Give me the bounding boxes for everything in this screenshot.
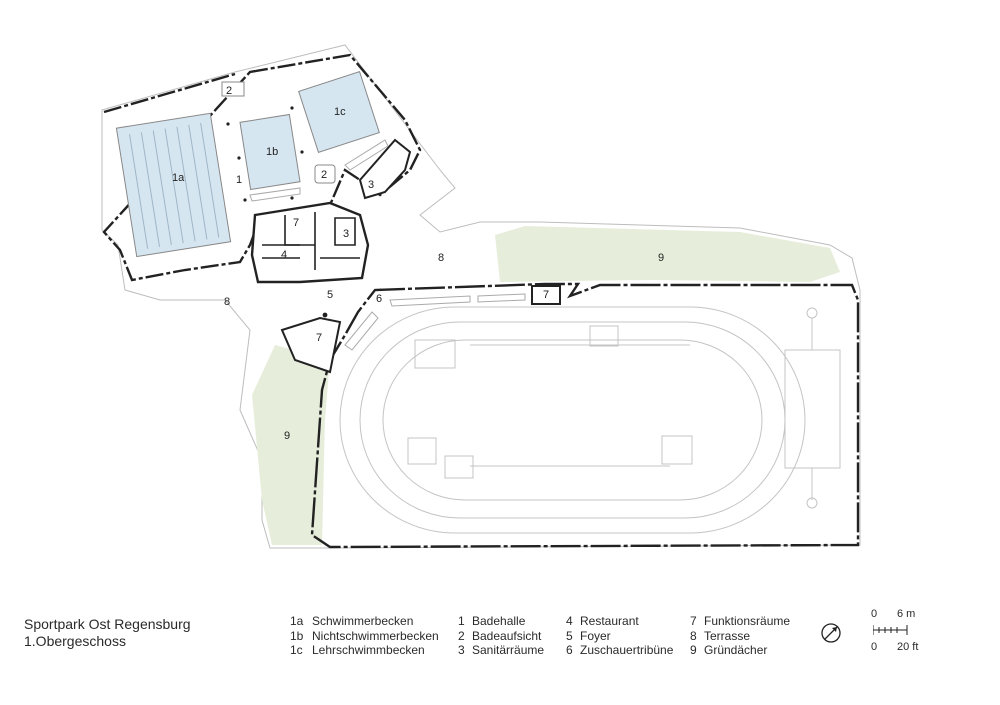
function-block-west <box>280 316 342 374</box>
running-track <box>339 306 841 534</box>
legend-key: 5 <box>566 628 573 643</box>
legend-text: Schwimmerbecken <box>312 614 414 628</box>
stadium-outline <box>310 282 860 549</box>
project-name: Sportpark Ost Regensburg <box>24 616 191 632</box>
label-terrace-west: 8 <box>224 296 230 308</box>
label-function-east: 7 <box>543 289 549 301</box>
label-green-roof-south: 9 <box>284 430 290 442</box>
legend-item: 2 Badeaufsicht <box>458 629 544 644</box>
title-block: Sportpark Ost Regensburg 1.Obergeschoss <box>24 616 191 650</box>
legend-item: 1a Schwimmerbecken <box>290 614 439 629</box>
north-arrow-icon <box>821 623 841 643</box>
green-roof-east <box>495 226 840 282</box>
scale-bar: 0 6 m 0 20 ft <box>871 608 931 656</box>
pool-hall-outline <box>102 53 422 282</box>
legend-text: Badehalle <box>472 614 526 628</box>
legend-key: 1a <box>290 614 304 628</box>
legend-item: 1 Badehalle <box>458 614 544 629</box>
legend-key: 4 <box>566 614 573 628</box>
legend-column-exterior: 7 Funktionsräume 8 Terrasse 9 Gründächer <box>690 614 790 658</box>
scale-metric-value: 6 m <box>897 608 916 620</box>
legend-item: 9 Gründächer <box>690 643 790 658</box>
legend-column-pools: 1a Schwimmerbecken 1b Nichtschwimmerbecken… <box>290 614 439 658</box>
legend-key: 1 <box>458 614 465 628</box>
label-supervision-north: 2 <box>226 85 232 97</box>
pool-1c <box>298 71 380 153</box>
scale-ruler-icon <box>873 625 908 635</box>
grandstand-seating <box>249 139 526 351</box>
pool-1a-lanes <box>129 122 220 249</box>
legend-item: 5 Foyer <box>566 629 673 644</box>
structural-columns <box>226 106 328 318</box>
legend-item: 6 Zuschauertribüne <box>566 643 673 658</box>
label-supervision-hall: 2 <box>321 169 327 181</box>
legend-item: 8 Terrasse <box>690 629 790 644</box>
legend-item: 4 Restaurant <box>566 614 673 629</box>
label-function-west: 7 <box>316 332 322 344</box>
scale-metric-zero: 0 <box>871 608 878 620</box>
label-sanitary-core: 3 <box>343 228 349 240</box>
function-block-east <box>531 285 561 305</box>
legend-column-hall: 1 Badehalle 2 Badeaufsicht 3 Sanitärräume <box>458 614 544 658</box>
legend-key: 1c <box>290 643 303 657</box>
label-sanitary-north: 3 <box>368 179 374 191</box>
restaurant-core <box>250 201 370 284</box>
scale-imperial-value: 20 ft <box>897 641 919 653</box>
legend-text: Funktionsräume <box>704 614 791 628</box>
label-green-roof-east: 9 <box>658 252 664 264</box>
legend-text: Lehrschwimmbecken <box>312 643 425 657</box>
legend-text: Gründächer <box>704 643 768 657</box>
restaurant-walls <box>262 212 360 270</box>
label-foyer: 5 <box>327 289 333 301</box>
label-pool-1c: 1c <box>334 106 346 118</box>
green-roof-south <box>252 345 330 545</box>
legend-text: Zuschauertribüne <box>580 643 674 657</box>
label-pool-1a: 1a <box>172 172 185 184</box>
legend-key: 6 <box>566 643 573 657</box>
legend-item: 1c Lehrschwimmbecken <box>290 643 439 658</box>
label-function-core: 7 <box>293 217 299 229</box>
legend-text: Nichtschwimmerbecken <box>312 628 439 643</box>
legend-item: 7 Funktionsräume <box>690 614 790 629</box>
pool-1b <box>239 113 301 191</box>
legend-column-foyer: 4 Restaurant 5 Foyer 6 Zuschauertribüne <box>566 614 673 658</box>
legend-key: 7 <box>690 614 697 628</box>
legend-text: Foyer <box>580 628 611 643</box>
legend-item: 1b Nichtschwimmerbecken <box>290 629 439 644</box>
label-terrace-east: 8 <box>438 252 444 264</box>
legend-key: 8 <box>690 628 697 643</box>
legend-item: 3 Sanitärräume <box>458 643 544 658</box>
legend-key: 2 <box>458 628 465 643</box>
label-hall: 1 <box>236 174 242 186</box>
site-outline <box>101 44 861 549</box>
supervision-cabin-north <box>221 81 245 97</box>
label-pool-1b: 1b <box>266 146 278 158</box>
floor-plan: 1a 1b 1c 1 2 2 3 3 4 5 6 7 7 7 8 8 9 9 <box>101 44 861 549</box>
label-restaurant: 4 <box>281 249 287 261</box>
legend-key: 1b <box>290 628 304 643</box>
legend-text: Sanitärräume <box>472 643 545 657</box>
legend-text: Terrasse <box>704 628 751 643</box>
legend-key: 3 <box>458 643 465 657</box>
legend-text: Restaurant <box>580 614 639 628</box>
label-grandstand: 6 <box>376 293 382 305</box>
scale-imperial-zero: 0 <box>871 641 878 653</box>
sanitary-block-north <box>358 138 412 200</box>
legend-text: Badeaufsicht <box>472 628 542 643</box>
legend-key: 9 <box>690 643 697 657</box>
supervision-cabin-hall <box>314 164 336 184</box>
floor-level: 1.Obergeschoss <box>24 633 126 649</box>
